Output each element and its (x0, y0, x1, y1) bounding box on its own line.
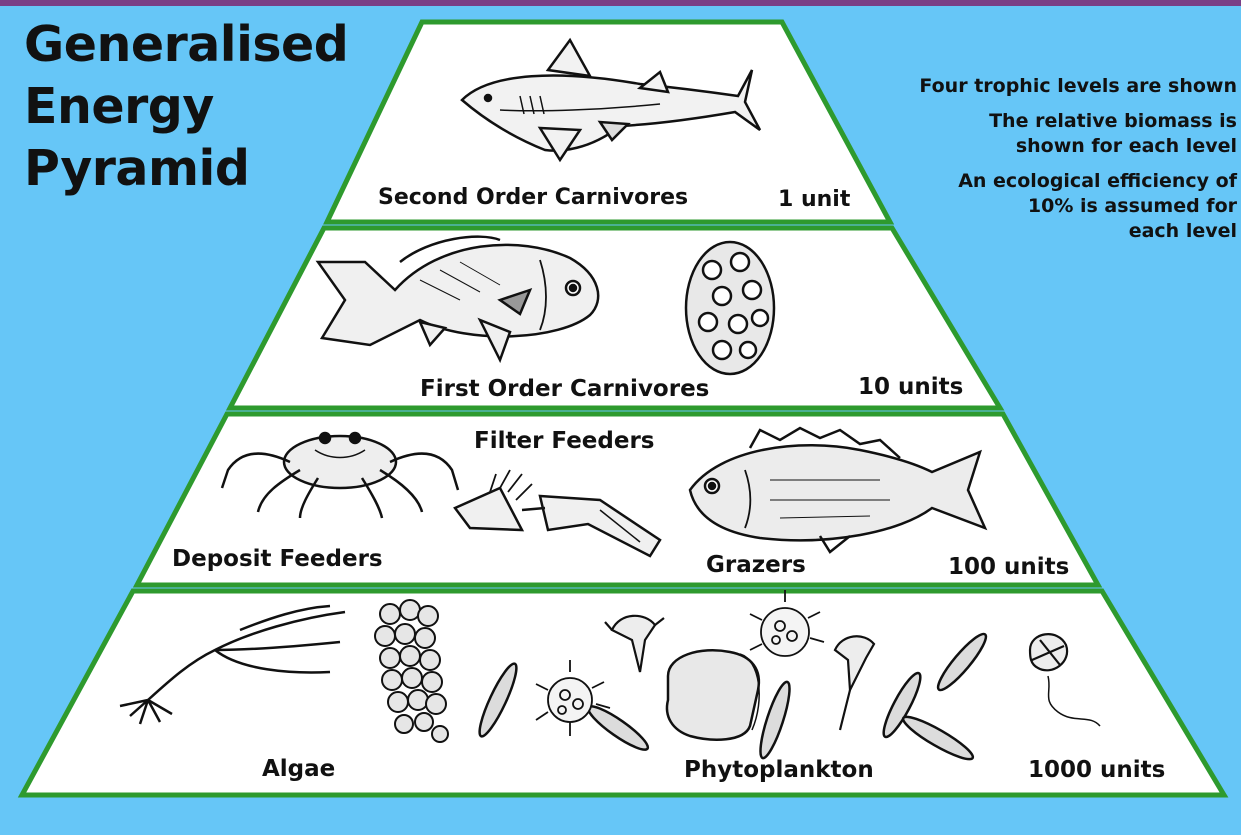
tier-1-name: Second Order Carnivores (378, 185, 688, 210)
tier-2-name: First Order Carnivores (420, 376, 709, 402)
grazers-label: Grazers (706, 552, 806, 578)
phytoplankton-label: Phytoplankton (684, 757, 874, 783)
cylindrical-diatom-illustration (667, 650, 759, 739)
tier-2-biomass: 10 units (858, 374, 963, 400)
anemone-illustration (686, 242, 774, 374)
tier-3-biomass: 100 units (948, 554, 1069, 580)
deposit-feeders-label: Deposit Feeders (172, 546, 383, 572)
tier-4-biomass: 1000 units (1028, 757, 1165, 783)
tier-1-biomass: 1 unit (778, 187, 851, 212)
filter-feeders-label: Filter Feeders (474, 428, 655, 454)
algae-label: Algae (262, 756, 335, 782)
